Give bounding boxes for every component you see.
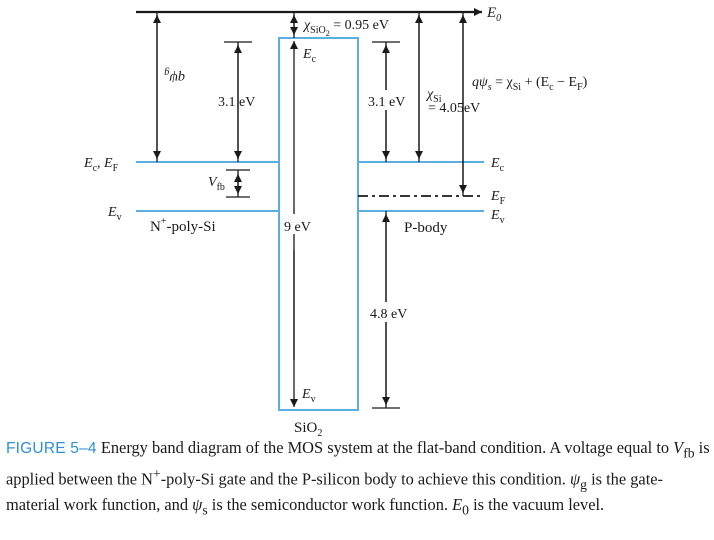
caption-text: is applied between the N xyxy=(6,438,710,489)
body-ef-label: EF xyxy=(490,189,506,207)
oxide-bandgap-label: 9 eV xyxy=(284,220,311,235)
oxide-ev-label: Ev xyxy=(301,387,316,405)
caption-text: Energy band diagram of the MOS system at… xyxy=(96,438,674,457)
body-ev-offset-label-bg xyxy=(368,302,422,322)
si-affinity-value: = 4.05eV xyxy=(428,101,480,116)
caption-text: is the gate-material work function, and xyxy=(6,469,663,515)
body-ev-offset-label: 4.8 eV xyxy=(370,307,407,322)
gate-material-label: N+-poly-Si xyxy=(150,216,216,235)
figure-caption: FIGURE 5–4 Energy band diagram of the MO… xyxy=(6,438,710,521)
oxide-affinity-label: χSiO2 = 0.95 eV xyxy=(302,18,389,38)
body-ec-label: Ec xyxy=(490,156,505,174)
flatband-voltage-label: Vfb xyxy=(208,175,225,193)
oxide-box xyxy=(278,37,359,411)
body-ev-label: Ev xyxy=(490,208,505,226)
gate-ev-label: Ev xyxy=(107,205,122,223)
gate-workfunction-label: qψg xyxy=(164,67,185,85)
gate-ec-ef-label: Ec, EF xyxy=(83,156,119,174)
caption-symbol: ψ xyxy=(569,469,581,489)
semi-workfunction-label: qψs = χSi + (Ec − EF) xyxy=(472,75,588,93)
caption-text: -poly-Si gate and the P-silicon body to … xyxy=(160,469,570,489)
caption-subscript: fb xyxy=(683,445,695,461)
vacuum-level-label: E0 xyxy=(486,5,501,24)
si-affinity-label: χSi xyxy=(425,87,442,105)
figure-label: FIGURE 5–4 xyxy=(6,440,97,457)
caption-symbol: ψ xyxy=(192,495,203,515)
caption-subscript: s xyxy=(202,502,208,518)
caption-superscript: + xyxy=(153,465,161,481)
caption-text: is the semiconductor work function. xyxy=(207,495,453,515)
caption-text: is the vacuum level. xyxy=(468,495,605,515)
oxide-name-label: SiO2 xyxy=(294,420,322,439)
body-ec-offset-label-bg xyxy=(368,90,418,110)
body-ec-offset-label: 3.1 eV xyxy=(368,95,405,110)
oxide-bandgap-label-bg xyxy=(284,214,324,234)
caption-symbol: E xyxy=(452,495,463,515)
energy-band-diagram: E0 qψg 3.1 eV Vfb Ec, EF Ev N+-poly-Si χ… xyxy=(83,5,588,439)
caption-symbol: V xyxy=(673,438,684,457)
caption-subscript: 0 xyxy=(462,502,469,518)
oxide-ec-label: Ec xyxy=(302,47,317,65)
caption-subscript: g xyxy=(580,476,587,492)
gate-bandgap-label: 3.1 eV xyxy=(218,95,255,110)
body-material-label: P-body xyxy=(404,220,448,236)
